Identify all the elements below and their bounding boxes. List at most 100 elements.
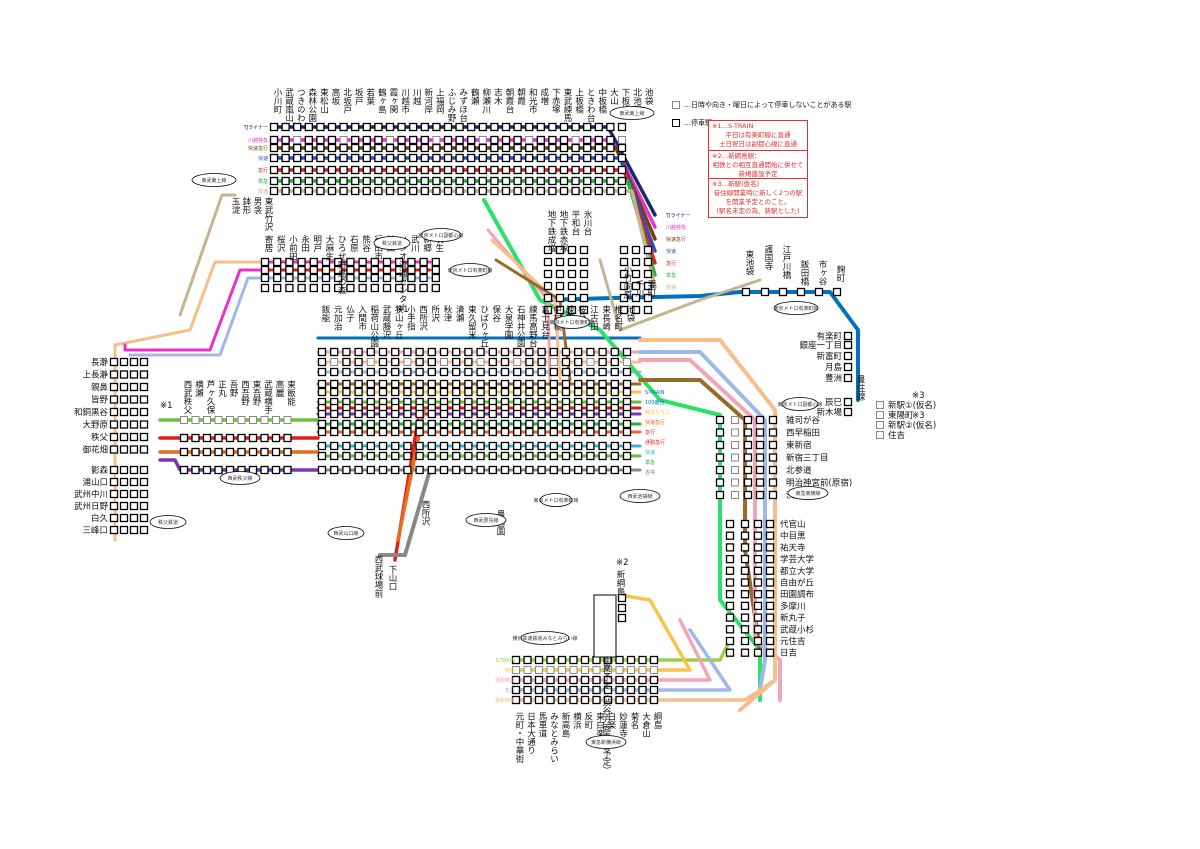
seibu-stop-0-4 bbox=[317, 379, 327, 389]
seibu-stop-18-9 bbox=[537, 419, 546, 429]
ogose-stop-0-3 bbox=[260, 283, 270, 293]
legend: …日時や向き・曜日によって停車しないことがある駅 …停車駅 bbox=[672, 96, 852, 132]
oval-metro-yurakucho-mid-oval bbox=[449, 263, 491, 277]
seibu-stop-22-8 bbox=[586, 409, 595, 419]
chichibu-stop-3-1 bbox=[119, 395, 129, 404]
seibu-stop-25-9 bbox=[622, 419, 632, 429]
seibu-station-15: 大泉学園 bbox=[503, 304, 513, 340]
seibu-chichibu-stop-1-2 bbox=[191, 447, 200, 457]
seibu-stop-12-5 bbox=[464, 387, 473, 397]
tojo-stop-30-3 bbox=[617, 153, 627, 163]
new-line-station-1: 東陽町 bbox=[888, 410, 914, 421]
ogose-station-8: 熊谷 bbox=[361, 234, 371, 253]
seibu-stop-11-13 bbox=[452, 465, 461, 475]
seibu-stop-18-1 bbox=[537, 347, 546, 357]
seibu-stop-2-1 bbox=[342, 347, 351, 357]
yurakucho-south-station-0: 有楽町 bbox=[816, 331, 842, 342]
seibu-stop-22-9 bbox=[586, 419, 595, 429]
fukutoshin-stop-2-4 bbox=[768, 440, 778, 450]
ogose-stop-1-3 bbox=[273, 283, 282, 293]
tojo-stop-19-0 bbox=[490, 122, 499, 132]
tojo-stop-9-0 bbox=[374, 122, 383, 132]
oval-seibu-yurakucho: 東京メトロ有楽町線 bbox=[549, 319, 594, 326]
ogose-stop-2-3 bbox=[285, 283, 294, 293]
tojo-stop-20-6 bbox=[501, 186, 511, 196]
chichibu-station-12: 白久 bbox=[91, 513, 109, 524]
seibu-stop-14-3 bbox=[488, 367, 497, 377]
fukutoshin-station-3: 新宿三丁目 bbox=[786, 453, 829, 464]
tojo-stop-11-4 bbox=[397, 165, 406, 175]
minatomirai-station-3: みなとみらい bbox=[549, 712, 559, 763]
oval-seibu-yurakucho-2: 東京メトロ有楽町線 bbox=[533, 497, 578, 504]
seibu-stop-10-3 bbox=[439, 367, 449, 377]
seibu-stop-10-4 bbox=[439, 379, 449, 389]
toyoko-service-label-0: S-TRAIN bbox=[496, 658, 516, 664]
oval-chichibu-tetsudo: 秩父鉄道 bbox=[158, 519, 178, 526]
seibu-stop-17-9 bbox=[525, 419, 534, 429]
chichibu-stop-10-0 bbox=[109, 489, 119, 499]
seibu-stop-20-12 bbox=[561, 451, 571, 461]
seibu-stop-12-10 bbox=[464, 427, 473, 437]
seibu-station-1: 元加治 bbox=[332, 305, 342, 331]
minatomirai-stop-0-0 bbox=[511, 655, 521, 665]
chichibu-stop-13-2 bbox=[129, 525, 139, 535]
toyoko-stop-3-2 bbox=[753, 554, 763, 564]
chichibu-station-9: 浦山口 bbox=[82, 477, 108, 488]
seibu-stop-8-4 bbox=[415, 379, 424, 389]
tojo-stop-4-4 bbox=[316, 165, 325, 175]
tojo-stop-20-1 bbox=[501, 135, 511, 145]
seibu-station-21: 桜台 bbox=[576, 304, 586, 323]
tojo-station-1: 武蔵嵐山 bbox=[284, 87, 294, 123]
chichibu-stop-9-1 bbox=[119, 477, 129, 487]
tojo-stop-27-5 bbox=[583, 176, 592, 186]
seibu-stop-21-2 bbox=[574, 357, 583, 367]
tojo-yurakucho-diag-2 bbox=[490, 238, 562, 382]
badge-3a: ※3 bbox=[912, 391, 925, 401]
ogose-station-9: 行田市 bbox=[373, 234, 383, 261]
seibu-stop-15-5 bbox=[500, 387, 510, 397]
ogose-stop-5-3 bbox=[321, 283, 331, 293]
tojo-stop-21-6 bbox=[513, 186, 522, 196]
minatomirai-stop-5-2 bbox=[569, 675, 578, 685]
chichibu-stop-1-1 bbox=[119, 370, 129, 379]
seibu-stop-17-5 bbox=[525, 387, 534, 397]
tojo-service-label-east-1: 川越特急 bbox=[666, 224, 686, 231]
chichibu-stop-6-1 bbox=[119, 432, 129, 442]
seibu-stop-2-11 bbox=[342, 441, 351, 451]
tojo-stop-21-2 bbox=[513, 143, 522, 153]
seibu-chichibu-stop-0-3 bbox=[179, 465, 189, 475]
toyoko-service-label-3: 急行 bbox=[505, 687, 515, 694]
tojo-stop-23-2 bbox=[536, 143, 545, 153]
seibu-stop-23-4 bbox=[598, 379, 607, 389]
chichibu-station-2: 親鼻 bbox=[91, 382, 109, 393]
seibu-chichibu-station-3: 正丸 bbox=[217, 380, 227, 398]
seibu-stop-18-13 bbox=[537, 465, 546, 475]
yurakucho-stop-4-1 bbox=[619, 257, 629, 267]
tojo-stop-23-6 bbox=[536, 186, 545, 196]
yurakucho-east-stop-5 bbox=[832, 287, 842, 297]
seibu-stop-4-10 bbox=[366, 427, 375, 437]
yurakucho-stop-0-4 bbox=[543, 293, 553, 303]
seibu-stop-10-8 bbox=[439, 409, 449, 419]
tojo-stop-3-3 bbox=[304, 153, 313, 163]
chichibu-stop-2-2 bbox=[129, 382, 139, 392]
seibu-stop-12-11 bbox=[464, 441, 473, 451]
tojo-stop-3-5 bbox=[304, 176, 313, 186]
seibu-stop-25-2 bbox=[623, 358, 631, 366]
tojo-stop-1-6 bbox=[281, 186, 290, 196]
seibu-stop-14-10 bbox=[488, 427, 497, 437]
tojo-stop-16-1 bbox=[455, 135, 464, 145]
misc-nishitokorozawa: 西所沢 bbox=[420, 500, 430, 526]
oval-seibu-yamaguchi: 西武山口線 bbox=[333, 530, 358, 537]
fukutoshin-station-4: 北参道 bbox=[786, 465, 812, 476]
tatsumi-stop bbox=[843, 397, 853, 407]
ogose-line bbox=[178, 193, 237, 317]
seibu-stop-24-4 bbox=[610, 379, 619, 389]
seibu-stop-4-13 bbox=[366, 465, 375, 475]
oval-tobu-tojo-left: 東武東上線 bbox=[201, 177, 226, 184]
chichibu-stop-7-1 bbox=[119, 445, 129, 454]
seibu-stop-8-3 bbox=[415, 367, 424, 377]
seibu-chichibu-station-0: 西武秩父 bbox=[182, 380, 192, 414]
tojo-stop-22-6 bbox=[525, 186, 534, 196]
